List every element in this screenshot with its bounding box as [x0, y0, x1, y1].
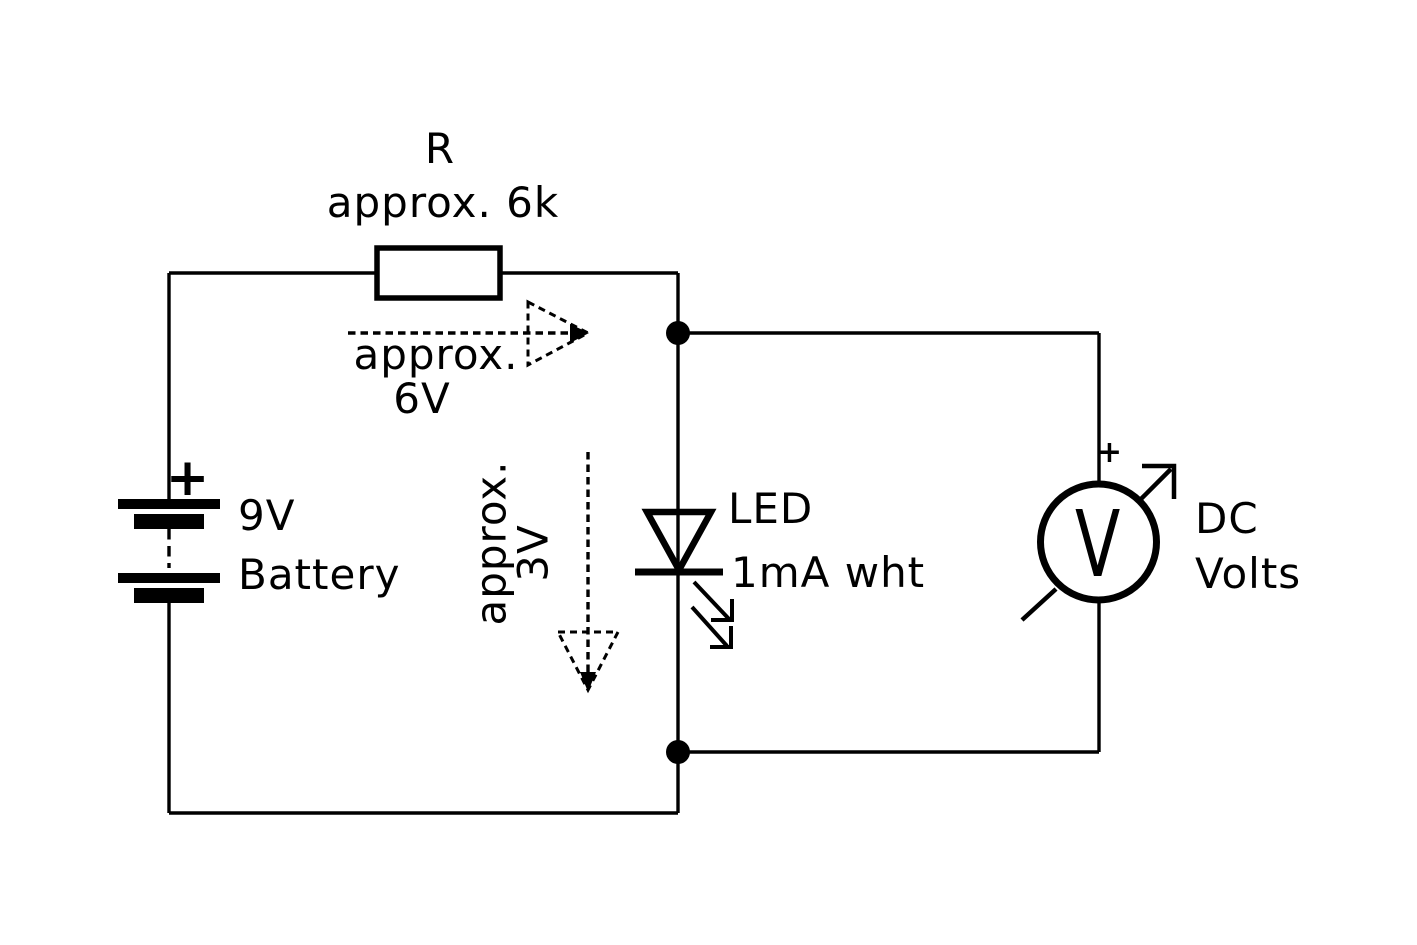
battery-voltage-label: 9V: [238, 491, 295, 540]
voltmeter-needle-lower: [1020, 587, 1058, 622]
annotation-6v-line2: 6V: [393, 374, 450, 423]
voltmeter-needle-head: [1142, 463, 1177, 499]
voltage-arrow-3v-tip: [580, 672, 596, 692]
junction-dot-bottom: [666, 740, 690, 764]
annotation-3v-line1: approx.: [467, 460, 516, 625]
annotation-resistor-voltage: approx. 6V: [348, 299, 592, 423]
voltmeter-circle: [1037, 480, 1160, 604]
resistor-symbol: R approx. 6k: [327, 124, 559, 301]
led-name-label: LED: [728, 484, 813, 533]
resistor-value-label: approx. 6k: [327, 178, 559, 227]
annotation-3v-line2: 3V: [509, 524, 558, 581]
led-symbol: LED 1mA wht: [635, 484, 925, 649]
led-spec-label: 1mA wht: [731, 548, 925, 597]
meter-branch-wires: [678, 331, 1101, 754]
led-emission-arrow-1-head: [711, 599, 734, 622]
led-emission-arrow-1: [692, 580, 731, 621]
voltmeter-dial-letter: V: [1075, 491, 1121, 598]
voltage-arrow-6v-tip: [570, 324, 589, 343]
led-emission-arrow-2: [690, 605, 729, 648]
voltmeter-needle-arrow: [1020, 463, 1177, 622]
battery-symbol: + 9V Battery: [118, 448, 400, 603]
annotation-6v-line1: approx.: [353, 330, 518, 379]
battery-plate-short-top: [134, 514, 204, 529]
annotation-led-voltage: approx. 3V: [467, 452, 621, 694]
battery-plate-short-bottom: [134, 588, 204, 603]
battery-name-label: Battery: [238, 550, 400, 599]
battery-plus-label: +: [166, 448, 211, 508]
voltmeter-type-label: DC: [1195, 494, 1259, 543]
voltage-arrow-6v-head: [526, 299, 592, 368]
voltage-arrow-3v-head: [555, 630, 621, 694]
battery-plate-long-bottom: [118, 573, 220, 583]
led-emission-arrow-2-head: [710, 626, 733, 649]
voltmeter-symbol: V + DC Volts: [1020, 435, 1301, 622]
voltmeter-needle-upper: [1139, 467, 1173, 501]
led-triangle: [641, 508, 717, 577]
led-emission-arrows: [690, 580, 734, 649]
voltmeter-plus-label: +: [1097, 435, 1123, 470]
battery-plate-long-top: [118, 499, 220, 509]
resistor-body: [374, 245, 503, 301]
voltmeter-unit-label: Volts: [1195, 549, 1301, 598]
resistor-name-label: R: [425, 124, 455, 173]
junction-dot-top: [666, 321, 690, 345]
